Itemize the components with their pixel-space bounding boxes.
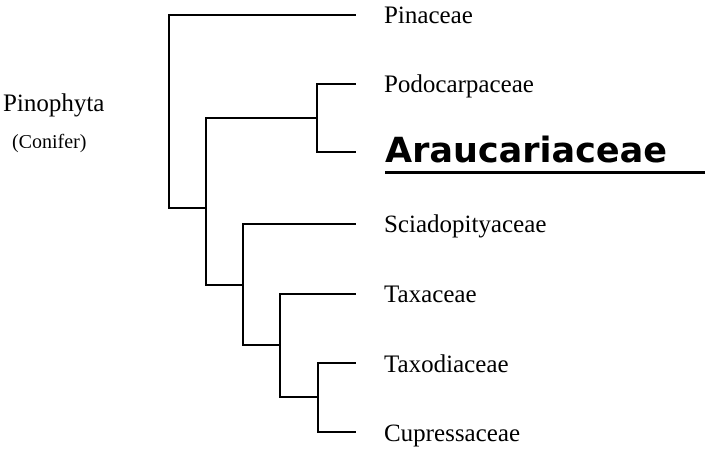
- taxon-label-podocarpaceae: Podocarpaceae: [384, 71, 534, 98]
- taxon-label-araucariaceae-highlighted: Araucariaceae: [385, 131, 667, 171]
- taxon-label-pinaceae: Pinaceae: [384, 2, 473, 29]
- root-name-label: Pinophyta: [3, 90, 104, 117]
- taxon-label-sciadopityaceae: Sciadopityaceae: [384, 211, 546, 238]
- tree-branches: [168, 14, 356, 433]
- root-label: Pinophyta (Conifer): [3, 90, 104, 153]
- leaf-labels: Pinaceae Podocarpaceae Araucariaceae Sci…: [384, 2, 705, 447]
- taxon-label-cupressaceae: Cupressaceae: [384, 420, 520, 447]
- highlight-underline: [385, 171, 705, 174]
- taxon-label-taxaceae: Taxaceae: [384, 281, 477, 308]
- taxon-label-taxodiaceae: Taxodiaceae: [384, 351, 509, 378]
- root-common-name-label: (Conifer): [12, 131, 86, 153]
